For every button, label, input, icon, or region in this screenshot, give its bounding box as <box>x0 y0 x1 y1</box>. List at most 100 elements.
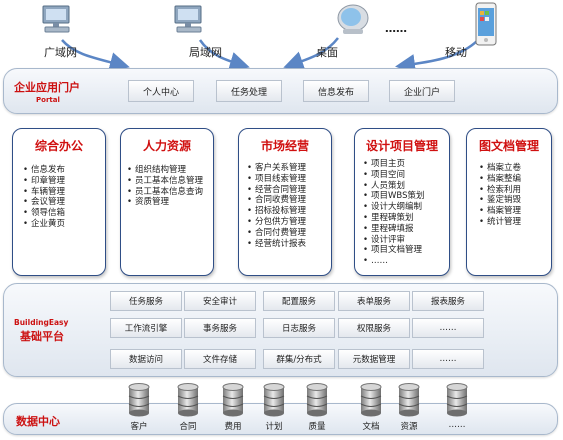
data-center-item-label: …… <box>448 420 466 430</box>
module-item: 分包供方管理 <box>247 217 306 228</box>
module-item: 信息发布 <box>23 165 65 176</box>
data-center-item-label: 文档 <box>362 422 380 432</box>
portal-title: 企业应用门户 <box>14 81 80 94</box>
channel-wan <box>40 4 74 38</box>
channel-desktop <box>333 2 371 40</box>
module-card-market: 市场经营 客户关系管理 项目线索管理 经营合同管理 合同收费管理 招标投标管理 … <box>238 128 332 276</box>
module-item: 里程碑策划 <box>363 213 425 224</box>
database-icon <box>177 383 199 421</box>
data-center-title: 数据中心 <box>16 415 60 428</box>
module-item: 合同收费管理 <box>247 195 306 206</box>
channel-mobile <box>474 2 498 50</box>
module-item: 档案整编 <box>479 174 521 185</box>
desktop-computer-icon <box>174 5 202 33</box>
module-item: 档案立卷 <box>479 163 521 174</box>
data-center-item-label: 质量 <box>308 422 326 432</box>
service-file-storage-button[interactable]: 文件存储 <box>184 349 256 369</box>
portal-task-button[interactable]: 任务处理 <box>216 80 282 102</box>
module-item: 项目主页 <box>363 159 425 170</box>
module-item: 项目WBS策划 <box>363 191 424 202</box>
module-title: 市场经营 <box>260 139 309 153</box>
service-cluster-button[interactable]: 群集/分布式 <box>263 349 335 369</box>
module-title: 设计项目管理 <box>365 139 438 153</box>
module-title: 图文档管理 <box>478 139 539 153</box>
module-item: 项目线索管理 <box>247 174 306 185</box>
service-task-button[interactable]: 任务服务 <box>110 291 182 311</box>
module-item: 项目文档管理 <box>363 245 425 256</box>
module-item: 会议管理 <box>23 197 65 208</box>
arrow-mobile <box>395 39 479 72</box>
module-item: 合同付费管理 <box>247 228 306 239</box>
module-item: 统计管理 <box>479 217 521 228</box>
arrow-lan <box>198 39 250 72</box>
module-item: 鉴定销毁 <box>479 195 521 206</box>
service-data-access-button[interactable]: 数据访问 <box>110 349 182 369</box>
database-icon <box>446 383 468 421</box>
arrow-desktop <box>283 37 339 71</box>
portal-enterprise-button[interactable]: 企业门户 <box>389 80 455 102</box>
data-center-item-label: 客户 <box>130 422 148 432</box>
module-item: 招标投标管理 <box>247 206 306 217</box>
module-card-archive: 图文档管理 档案立卷 档案整编 检索利用 鉴定销毁 档案管理 统计管理 <box>466 128 552 276</box>
database-icon <box>263 383 285 421</box>
service-transaction-button[interactable]: 事务服务 <box>184 318 256 338</box>
module-item: 资质管理 <box>127 197 203 208</box>
service-metadata-button[interactable]: 元数据管理 <box>338 349 410 369</box>
channel-lan <box>172 4 206 38</box>
module-card-design-project: 设计项目管理 项目主页 项目空间 人员策划 项目WBS策划 设计大纲编制 里程碑… <box>354 128 450 276</box>
service-permission-button[interactable]: 权限服务 <box>338 318 410 338</box>
module-title: 综合办公 <box>34 139 83 153</box>
database-icon <box>306 383 328 421</box>
service-more-button[interactable]: …… <box>412 318 484 338</box>
channel-arrows <box>61 37 479 72</box>
portal-subtitle: Portal <box>36 96 60 104</box>
database-icon <box>398 383 420 421</box>
service-more-button-2[interactable]: …… <box>412 349 484 369</box>
smartphone-icon <box>475 2 497 46</box>
data-center-item-label: 计划 <box>265 422 283 432</box>
module-item: 档案管理 <box>479 206 521 217</box>
channel-label-desktop: 桌面 <box>316 46 338 59</box>
data-center-item-label: 资源 <box>400 422 418 432</box>
database-icon <box>222 383 244 421</box>
data-center-item-label: 合同 <box>179 422 197 432</box>
channel-label-mobile: 移动 <box>445 46 467 59</box>
module-card-office: 综合办公 信息发布 印章管理 车辆管理 会议管理 领导信箱 企业黄页 <box>12 128 106 276</box>
database-icon <box>128 383 150 421</box>
data-center-item-label: 费用 <box>224 422 242 432</box>
portal-info-release-button[interactable]: 信息发布 <box>303 80 369 102</box>
channel-ellipsis: …… <box>385 22 407 35</box>
service-security-audit-button[interactable]: 安全审计 <box>184 291 256 311</box>
module-item: 员工基本信息管理 <box>127 176 203 187</box>
module-item: 领导信箱 <box>23 208 65 219</box>
module-item: …… <box>363 256 425 267</box>
module-item: 客户关系管理 <box>247 163 306 174</box>
service-report-button[interactable]: 报表服务 <box>412 291 484 311</box>
module-item: 经营统计报表 <box>247 239 306 250</box>
module-item: 人员策划 <box>363 181 425 192</box>
desktop-computer-icon <box>42 5 70 33</box>
module-item: 企业黄页 <box>23 219 65 230</box>
module-item: 里程碑填报 <box>363 224 425 235</box>
module-item: 组织结构管理 <box>127 165 203 176</box>
platform-title-en: BuildingEasy <box>14 318 69 327</box>
module-card-hr: 人力资源 组织结构管理 员工基本信息管理 员工基本信息查询 资质管理 <box>120 128 214 276</box>
module-item: 印章管理 <box>23 176 65 187</box>
service-form-button[interactable]: 表单服务 <box>338 291 410 311</box>
module-item: 项目空间 <box>363 170 425 181</box>
database-icon <box>360 383 382 421</box>
module-item: 经营合同管理 <box>247 185 306 196</box>
service-config-button[interactable]: 配置服务 <box>263 291 335 311</box>
platform-title-cn: 基础平台 <box>20 330 64 343</box>
module-item: 车辆管理 <box>23 187 65 198</box>
crt-monitor-icon <box>337 4 369 34</box>
module-item: 设计大纲编制 <box>363 202 425 213</box>
service-workflow-button[interactable]: 工作流引擎 <box>110 318 182 338</box>
module-title: 人力资源 <box>142 139 191 153</box>
module-item: 检索利用 <box>479 185 521 196</box>
channel-label-wan: 广域网 <box>44 46 77 59</box>
service-log-button[interactable]: 日志服务 <box>263 318 335 338</box>
portal-personal-center-button[interactable]: 个人中心 <box>128 80 194 102</box>
arrow-wan <box>61 39 130 72</box>
channel-label-lan: 局域网 <box>189 46 222 59</box>
